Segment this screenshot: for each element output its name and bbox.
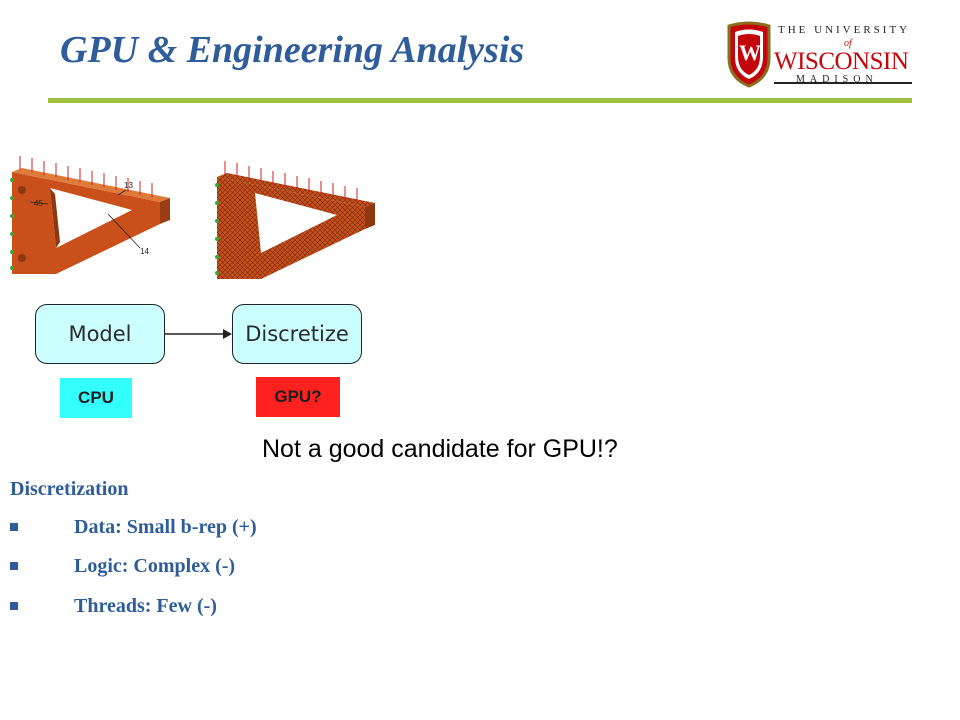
crest-icon [727, 21, 771, 88]
gpu-candidate-statement: Not a good candidate for GPU!? [262, 435, 618, 463]
university-logo: W THE UNIVERSITY of WISCONSIN MADISON [726, 18, 916, 88]
list-item-text: Data: Small b-rep (+) [74, 516, 257, 538]
logo-wisconsin-text: WISCONSIN [774, 48, 909, 75]
logo-of-text: of [844, 38, 852, 49]
model-box: Model [35, 304, 165, 364]
list-item-text: Threads: Few (-) [74, 595, 217, 617]
dimension-label: 45 [34, 199, 43, 208]
meshed-model-image [215, 161, 375, 279]
logo-university-text: THE UNIVERSITY [778, 24, 911, 36]
bullet-square-icon [10, 602, 18, 610]
dimension-label: 14 [140, 247, 149, 256]
slide-title: GPU & Engineering Analysis [60, 29, 525, 71]
title-underline [48, 98, 912, 103]
list-item-text: Logic: Complex (-) [74, 555, 236, 577]
discretize-box: Discretize [232, 304, 362, 364]
gpu-tag: GPU? [256, 377, 340, 417]
dimension-label: 13 [124, 181, 133, 190]
arrow-right-icon [165, 329, 232, 339]
bullet-square-icon [10, 523, 18, 531]
bullet-square-icon [10, 562, 18, 570]
logo-madison-text: MADISON [796, 74, 878, 85]
crest-letter: W [739, 40, 761, 65]
cpu-tag: CPU [60, 378, 132, 418]
cad-model-image: 13 45 14 [10, 156, 170, 274]
logo-divider [774, 82, 912, 84]
section-heading: Discretization [10, 478, 129, 500]
